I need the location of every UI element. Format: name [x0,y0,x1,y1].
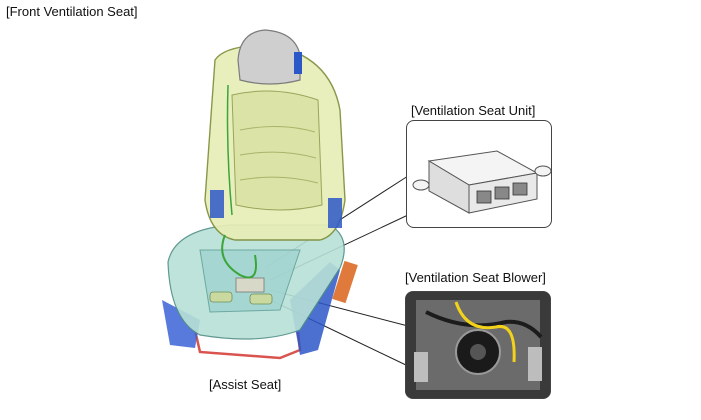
ventilation-blower-photo [406,292,550,398]
ventilation-seat-blower-label: [Ventilation Seat Blower] [405,270,546,285]
backrest-frame-right [328,198,342,228]
diagram-title: [Front Ventilation Seat] [6,4,138,19]
backrest-harness [226,84,233,216]
blower-bracket-right [528,347,542,381]
unit-mount-tab-left [412,179,430,191]
ventilation-blower-module [235,277,265,293]
blower-hub [470,344,486,360]
backrest-stitching [239,125,319,184]
unit-connector-3 [512,182,528,196]
assist-seat-label: [Assist Seat] [209,377,282,392]
seat-lever [332,260,358,304]
seat-frame-left [162,300,200,348]
blower-harness-black [425,310,543,339]
blower-harness-yellow [454,301,516,363]
front-seat-drawing [162,29,358,360]
headrest [237,29,301,85]
headrest-guide [294,52,302,74]
unit-mount-tab-right [534,165,551,177]
backrest-inner-panel [231,90,323,211]
ventilation-unit-picture [412,150,551,214]
blower-bracket-left [414,352,428,382]
unit-connector-1 [476,190,492,204]
unit-connector-2 [494,186,510,200]
backrest-frame-left [210,190,224,218]
cushion-harness [221,234,257,279]
ventilation-seat-unit-label: [Ventilation Seat Unit] [411,103,536,118]
ventilation-pad-right [249,293,273,305]
ventilation-seat-unit-callout [406,120,552,228]
ventilation-pad-left [209,291,233,303]
ventilation-seat-blower-callout [405,291,551,399]
